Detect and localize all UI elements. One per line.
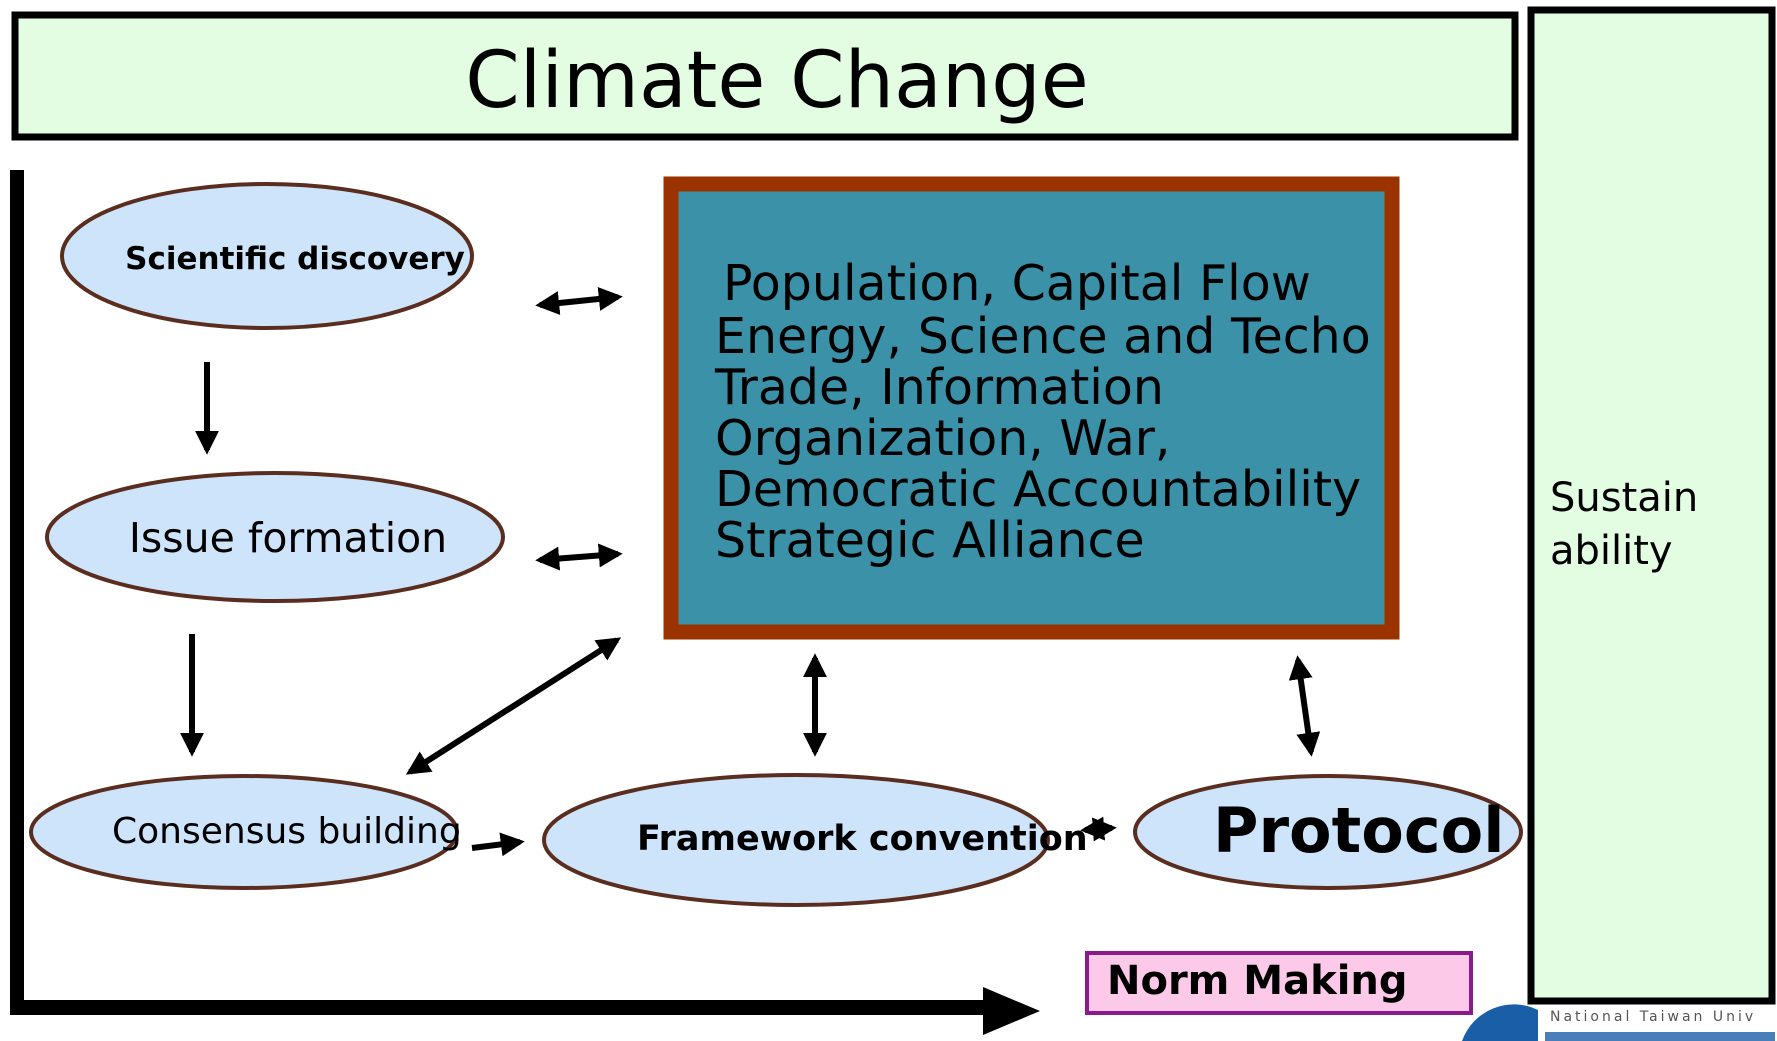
sustainability-label-line2: ability [1550,528,1673,574]
arrow-framework-to-protocol [1080,816,1117,842]
arrow-consensus-to-framework [471,832,525,857]
university-logo: National Taiwan Univ [1462,1004,1775,1041]
factor-line: Democratic Accountability [715,461,1361,518]
factor-line: Population, Capital Flow [723,255,1311,312]
factor-line: Energy, Science and Techo [715,308,1371,365]
arrow-consensus-to-factors [405,637,622,775]
factor-line: Organization, War, [715,410,1170,467]
node-label: Framework convention [637,819,1088,859]
watermark-text: National Taiwan Univ [1550,1009,1756,1025]
arrow-scientific-to-factors [535,287,623,315]
factor-line: Trade, Information [714,359,1164,416]
node-consensus-building: Consensus building [29,774,462,890]
norm-making-box: Norm Making [1085,951,1473,1015]
node-label: Consensus building [112,811,462,852]
diagram-title: Climate Change [465,36,1089,126]
node-label: Issue formation [129,514,447,562]
factor-line: Strategic Alliance [715,512,1145,569]
node-protocol: Protocol [1133,774,1523,890]
norm-making-label: Norm Making [1107,958,1408,1004]
timeline-vertical-bar [10,170,24,1014]
sustainability-panel: Sustain ability [1527,6,1776,1005]
node-label: Protocol [1213,794,1504,867]
factors-box: Population, Capital Flow Energy, Science… [663,176,1400,640]
sustainability-label-line1: Sustain [1550,475,1698,521]
node-issue-formation: Issue formation [45,471,505,603]
arrow-factors-to-protocol [1288,655,1321,757]
node-framework-convention: Framework convention [542,773,1088,907]
logo-emblem-icon [1462,1004,1538,1041]
arrow-issue-to-factors [535,543,623,571]
node-scientific-discovery: Scientific discovery [60,182,474,330]
title-box: Climate Change [11,11,1519,141]
timeline-arrow [10,987,1040,1035]
node-label: Scientific discovery [125,241,465,277]
